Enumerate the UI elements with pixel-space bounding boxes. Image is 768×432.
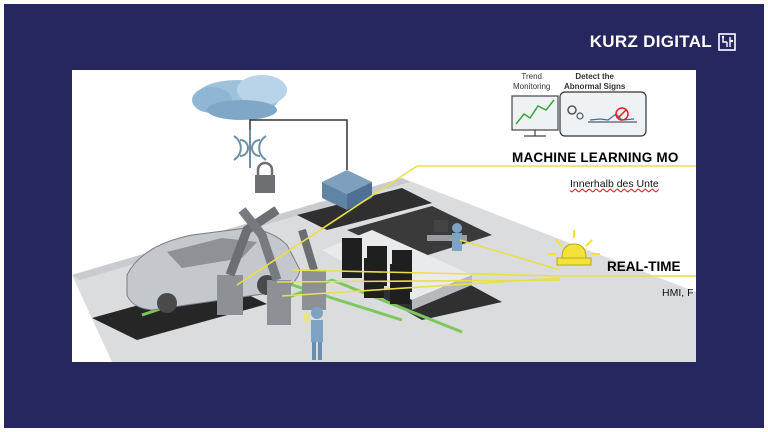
real-time-heading: REAL-TIME <box>607 259 681 274</box>
trend-monitoring-label: Trend Monitoring <box>513 72 550 92</box>
machine-learning-heading: MACHINE LEARNING MO <box>512 150 679 165</box>
cloud-icon <box>192 75 287 120</box>
abnormal-line-2: Abnormal Signs <box>564 82 626 91</box>
smart-factory-illustration <box>72 75 696 362</box>
abnormal-signs-callout <box>559 91 647 137</box>
slide-content: Trend Monitoring Detect the Abnormal Sig… <box>72 70 696 362</box>
abnormal-signs-label: Detect the Abnormal Signs <box>564 72 625 92</box>
trend-line-1: Trend <box>521 72 542 81</box>
lock-icon <box>255 161 275 193</box>
alarm-light-icon <box>548 230 600 266</box>
wifi-icon <box>233 130 267 168</box>
worker-figure <box>304 307 323 360</box>
brand-name: KURZ DIGITAL <box>589 32 712 51</box>
trend-monitor-icon <box>511 95 559 137</box>
server-racks <box>342 238 412 304</box>
car-body <box>126 227 301 313</box>
connection-lines <box>236 165 696 297</box>
brand: KURZ DIGITAL <box>590 32 736 52</box>
abnormal-line-1: Detect the <box>575 72 615 81</box>
operator-desk <box>427 220 467 251</box>
circuit-square-icon <box>718 33 736 51</box>
robot-arm <box>217 206 326 325</box>
real-time-subtext: HMI, F <box>662 287 694 299</box>
firewall-icon <box>322 170 372 210</box>
trend-line-2: Monitoring <box>513 82 551 91</box>
machine-learning-subtext: Innerhalb des Unte <box>570 178 659 190</box>
